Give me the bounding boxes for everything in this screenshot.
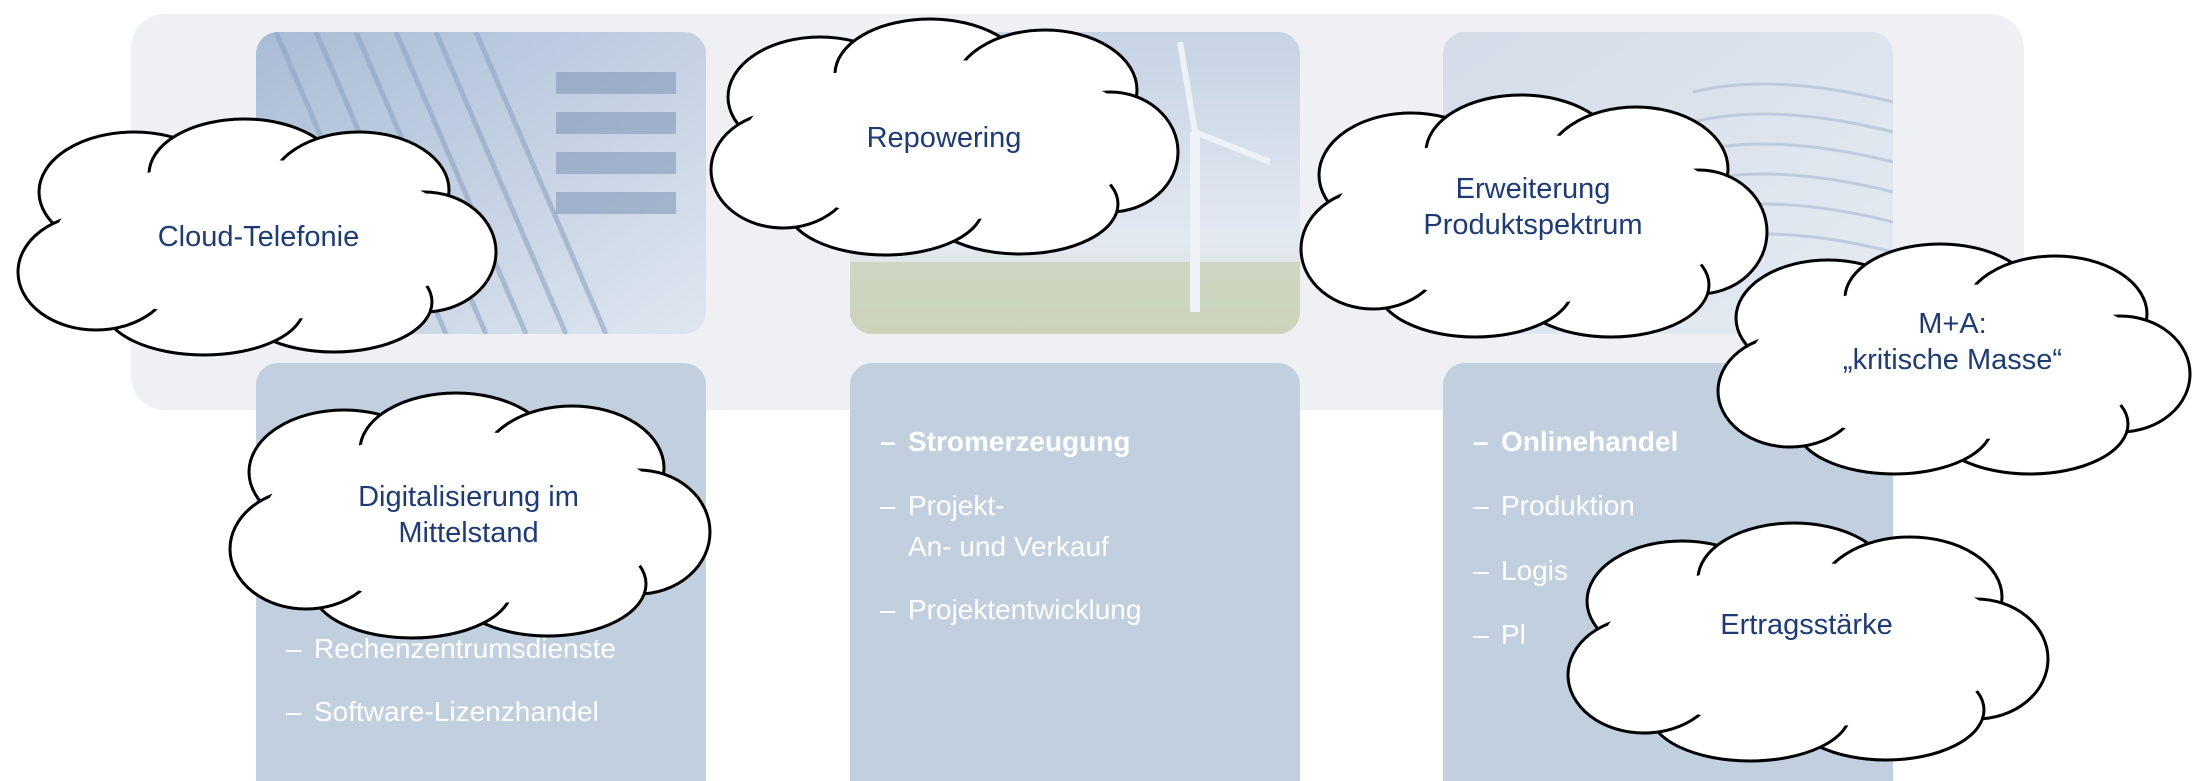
list-item: –Projektentwicklung bbox=[880, 594, 1142, 625]
cloud-ertragsstaerke: Ertragsstärke bbox=[1562, 515, 2051, 766]
cloud-erweiterung: Erweiterung Produktspektrum bbox=[1293, 87, 1773, 342]
cloud-digitalisierung-label: Digitalisierung im Mittelstand bbox=[358, 481, 579, 549]
cloud-m-plus-a: M+A: „kritische Masse“ bbox=[1710, 236, 2195, 478]
cloud-telefonie-label: Cloud-Telefonie bbox=[157, 221, 360, 253]
cloud-repowering-label: Repowering bbox=[866, 122, 1022, 154]
list-item: An- und Verkauf bbox=[908, 531, 1109, 562]
list-item: –Rechenzentrumsdienste bbox=[286, 633, 616, 664]
cloud-telefonie: Cloud-Telefonie bbox=[14, 112, 503, 357]
list-item: –Stromerzeugung bbox=[880, 426, 1131, 457]
list-item: –Logis bbox=[1473, 555, 1568, 586]
cloud-repowering: Repowering bbox=[705, 12, 1183, 259]
cloud-digitalisierung: Digitalisierung im Mittelstand bbox=[224, 384, 713, 642]
list-item: –Onlinehandel bbox=[1473, 426, 1679, 457]
cloud-m-plus-a-label: M+A: „kritische Masse“ bbox=[1842, 308, 2063, 376]
card-energy: –Stromerzeugung –Projekt- An- und Verkau… bbox=[850, 363, 1300, 781]
cloud-ertragsstaerke-label: Ertragsstärke bbox=[1720, 609, 1893, 641]
list-item: –Software-Lizenzhandel bbox=[286, 696, 599, 727]
list-item: –Projekt- bbox=[880, 490, 1005, 521]
list-item: –Produktion bbox=[1473, 490, 1635, 521]
cloud-erweiterung-label: Erweiterung Produktspektrum bbox=[1423, 173, 1643, 241]
list-item: –Pl bbox=[1473, 619, 1526, 650]
